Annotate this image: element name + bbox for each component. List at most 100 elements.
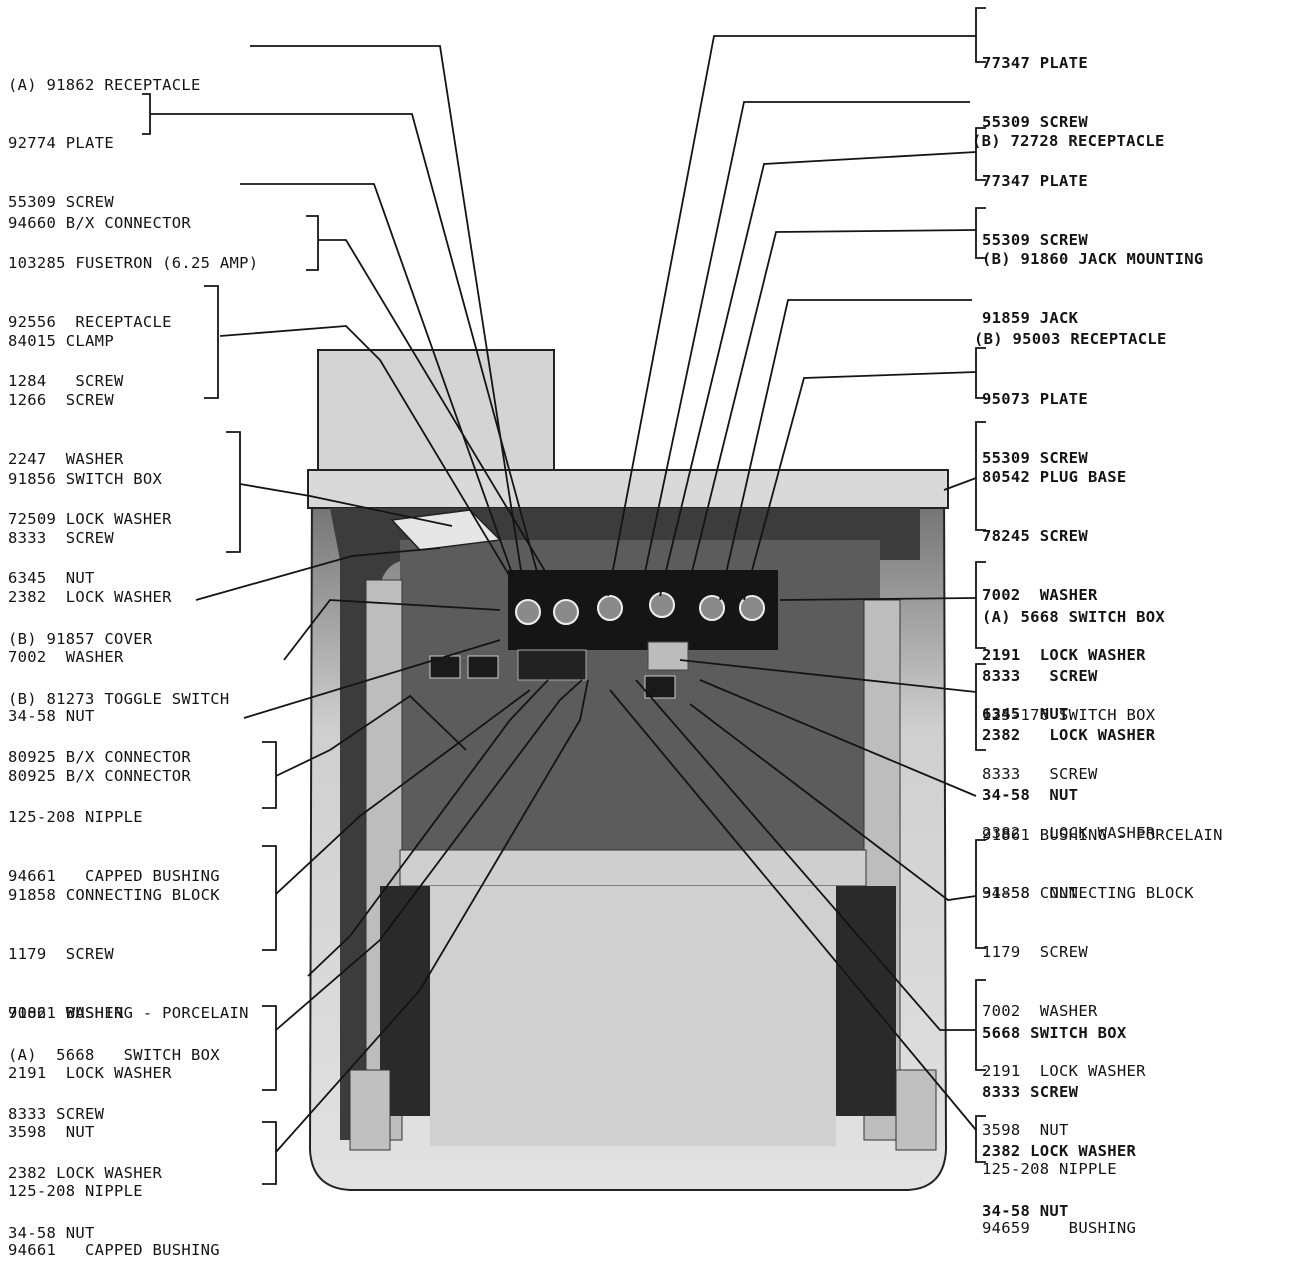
leader-left-8 [243,639,501,719]
label-left-13: 125-208 NIPPLE 94661 CAPPED BUSHING [8,1142,220,1281]
label-line: 1284 SCREW [8,372,124,391]
bracket-right-11 [975,979,986,1071]
label-left-4: 84015 CLAMP 1266 SCREW 2247 WASHER 72509… [8,292,172,609]
label-right-0: 77347 PLATE 55309 SCREW [982,14,1088,153]
label-left-11: 91861 BUSHING - PORCELAIN [8,964,249,1043]
label-line: 7002 WASHER [8,647,124,666]
receptacle-2 [553,599,579,625]
label-line: 91858 CONNECTING BLOCK [8,885,220,904]
label-right-6: 80542 PLUG BASE 78245 SCREW 7002 WASHER … [982,428,1146,745]
bracket-left-12 [262,1005,277,1091]
leader-left-9 [275,694,467,777]
label-line: 34-58 NUT [982,785,1079,804]
label-right-11: 5668 SWITCH BOX 8333 SCREW 2382 LOCK WAS… [982,984,1136,1241]
label-line: 55309 SCREW [982,112,1088,131]
leader-right-6 [943,477,977,491]
label-line: 2191 LOCK WASHER [982,645,1146,664]
bracket-right-3 [975,207,986,259]
bracket-right-12 [975,1115,986,1163]
cabinet-floor [430,886,836,1146]
wiring-diagram [142,7,986,1191]
label-right-5: 95073 PLATE 55309 SCREW [982,350,1088,489]
receptacle-1 [515,599,541,625]
label-line: 84015 CLAMP [8,331,114,350]
label-left-1: 92774 PLATE 55309 SCREW [8,94,114,233]
bracket-right-6 [975,421,986,531]
leader-right-10 [689,703,977,901]
label-line: (B) 72728 RECEPTACLE [972,131,1165,150]
label-line: 55309 SCREW [8,192,114,211]
label-left-9: 125-208 NIPPLE 94661 CAPPED BUSHING [8,768,220,907]
leader-left-0 [250,45,525,591]
label-line: 91861 BUSHING - PORCELAIN [982,825,1223,844]
connecting-block-left-2 [467,655,499,679]
label-right-9: 91861 BUSHING - PORCELAIN [982,786,1223,865]
label-line: 95073 PLATE [982,389,1088,408]
label-line: 92556 RECEPTACLE [8,312,172,331]
bracket-left-3 [306,215,319,271]
label-line: 2382 LOCK WASHER [982,1142,1137,1161]
leader-left-10 [275,689,531,895]
label-left-3: 103285 FUSETRON (6.25 AMP) 92556 RECEPTA… [8,214,258,412]
leader-lines [142,7,986,1185]
leader-right-2 [659,151,977,597]
cabinet-lower-right [836,886,896,1116]
leader-left-13 [275,679,589,1153]
label-line: 92774 PLATE [8,133,114,152]
bracket-left-10 [262,845,277,951]
label-right-8: 125-176 SWITCH BOX 8333 SCREW 2382 LOCK … [982,666,1155,923]
switch-box-center [647,641,689,671]
label-line: 7002 WASHER [982,1002,1098,1021]
cabinet-foot-right [895,1069,937,1151]
bracket-left-5 [226,431,241,553]
label-right-10: 91858 CONNECTING BLOCK 1179 SCREW 7002 W… [982,844,1194,1161]
label-line: 2382 LOCK WASHER [8,1164,163,1183]
leader-left-1 [150,113,543,591]
label-line: (B) 81273 TOGGLE SWITCH [8,689,230,708]
leader-right-1 [639,101,970,597]
bracket-left-4 [204,285,219,399]
label-line: 1179 SCREW [8,944,114,963]
label-line: 91858 CONNECTING BLOCK [982,883,1194,902]
label-line: (A) 5668 SWITCH BOX [982,607,1166,626]
label-line: 1266 SCREW [8,390,114,409]
label-line: 94659 BUSHING [982,1218,1137,1237]
label-line: 1179 SCREW [982,942,1088,961]
label-left-8: 80925 B/X CONNECTOR [8,708,191,787]
label-line: 125-208 NIPPLE [8,807,143,826]
leader-left-12 [275,679,583,1031]
label-left-6: (B) 91857 COVER [8,590,152,669]
label-line: 8333 SCREW [8,1104,105,1123]
bracket-left-13 [262,1121,277,1185]
label-left-2: 94660 B/X CONNECTOR [8,174,191,253]
label-line: 125-176 SWITCH BOX [982,705,1156,724]
leader-left-7 [283,599,501,661]
label-line: 55309 SCREW [982,230,1088,249]
label-line: 2382 LOCK WASHER [982,824,1156,843]
label-line: 72509 LOCK WASHER [8,509,172,528]
label-line: 77347 PLATE [982,53,1088,72]
bracket-right-5 [975,347,986,399]
label-line: 94661 CAPPED BUSHING [8,1240,220,1259]
leader-left-4 [219,325,513,581]
label-line: (B) 95003 RECEPTACLE [974,329,1167,348]
leader-left-5 [239,483,453,527]
switch-box-lower [517,649,587,681]
leader-right-5 [743,371,977,601]
label-line: 5668 SWITCH BOX [982,1023,1127,1042]
label-line: (A) 91862 RECEPTACLE [8,75,201,94]
label-right-1: (B) 72728 RECEPTACLE [972,92,1165,171]
label-line: 55309 SCREW [982,448,1088,467]
label-line: 77347 PLATE [982,171,1088,190]
leader-right-7 [779,597,977,601]
label-line: 8333 SCREW [982,666,1098,685]
cabinet-foot-left [349,1069,391,1151]
leader-left-6 [195,547,441,601]
bracket-left-9 [262,741,277,809]
label-line: 8333 SCREW [8,528,114,547]
label-right-7: (A) 5668 SWITCH BOX 8333 SCREW 2382 LOCK… [982,568,1165,825]
leader-right-12 [609,689,977,1131]
label-line: 80925 B/X CONNECTOR [8,766,192,785]
label-line: 3598 NUT [982,1121,1069,1140]
bracket-left-1 [142,93,151,135]
